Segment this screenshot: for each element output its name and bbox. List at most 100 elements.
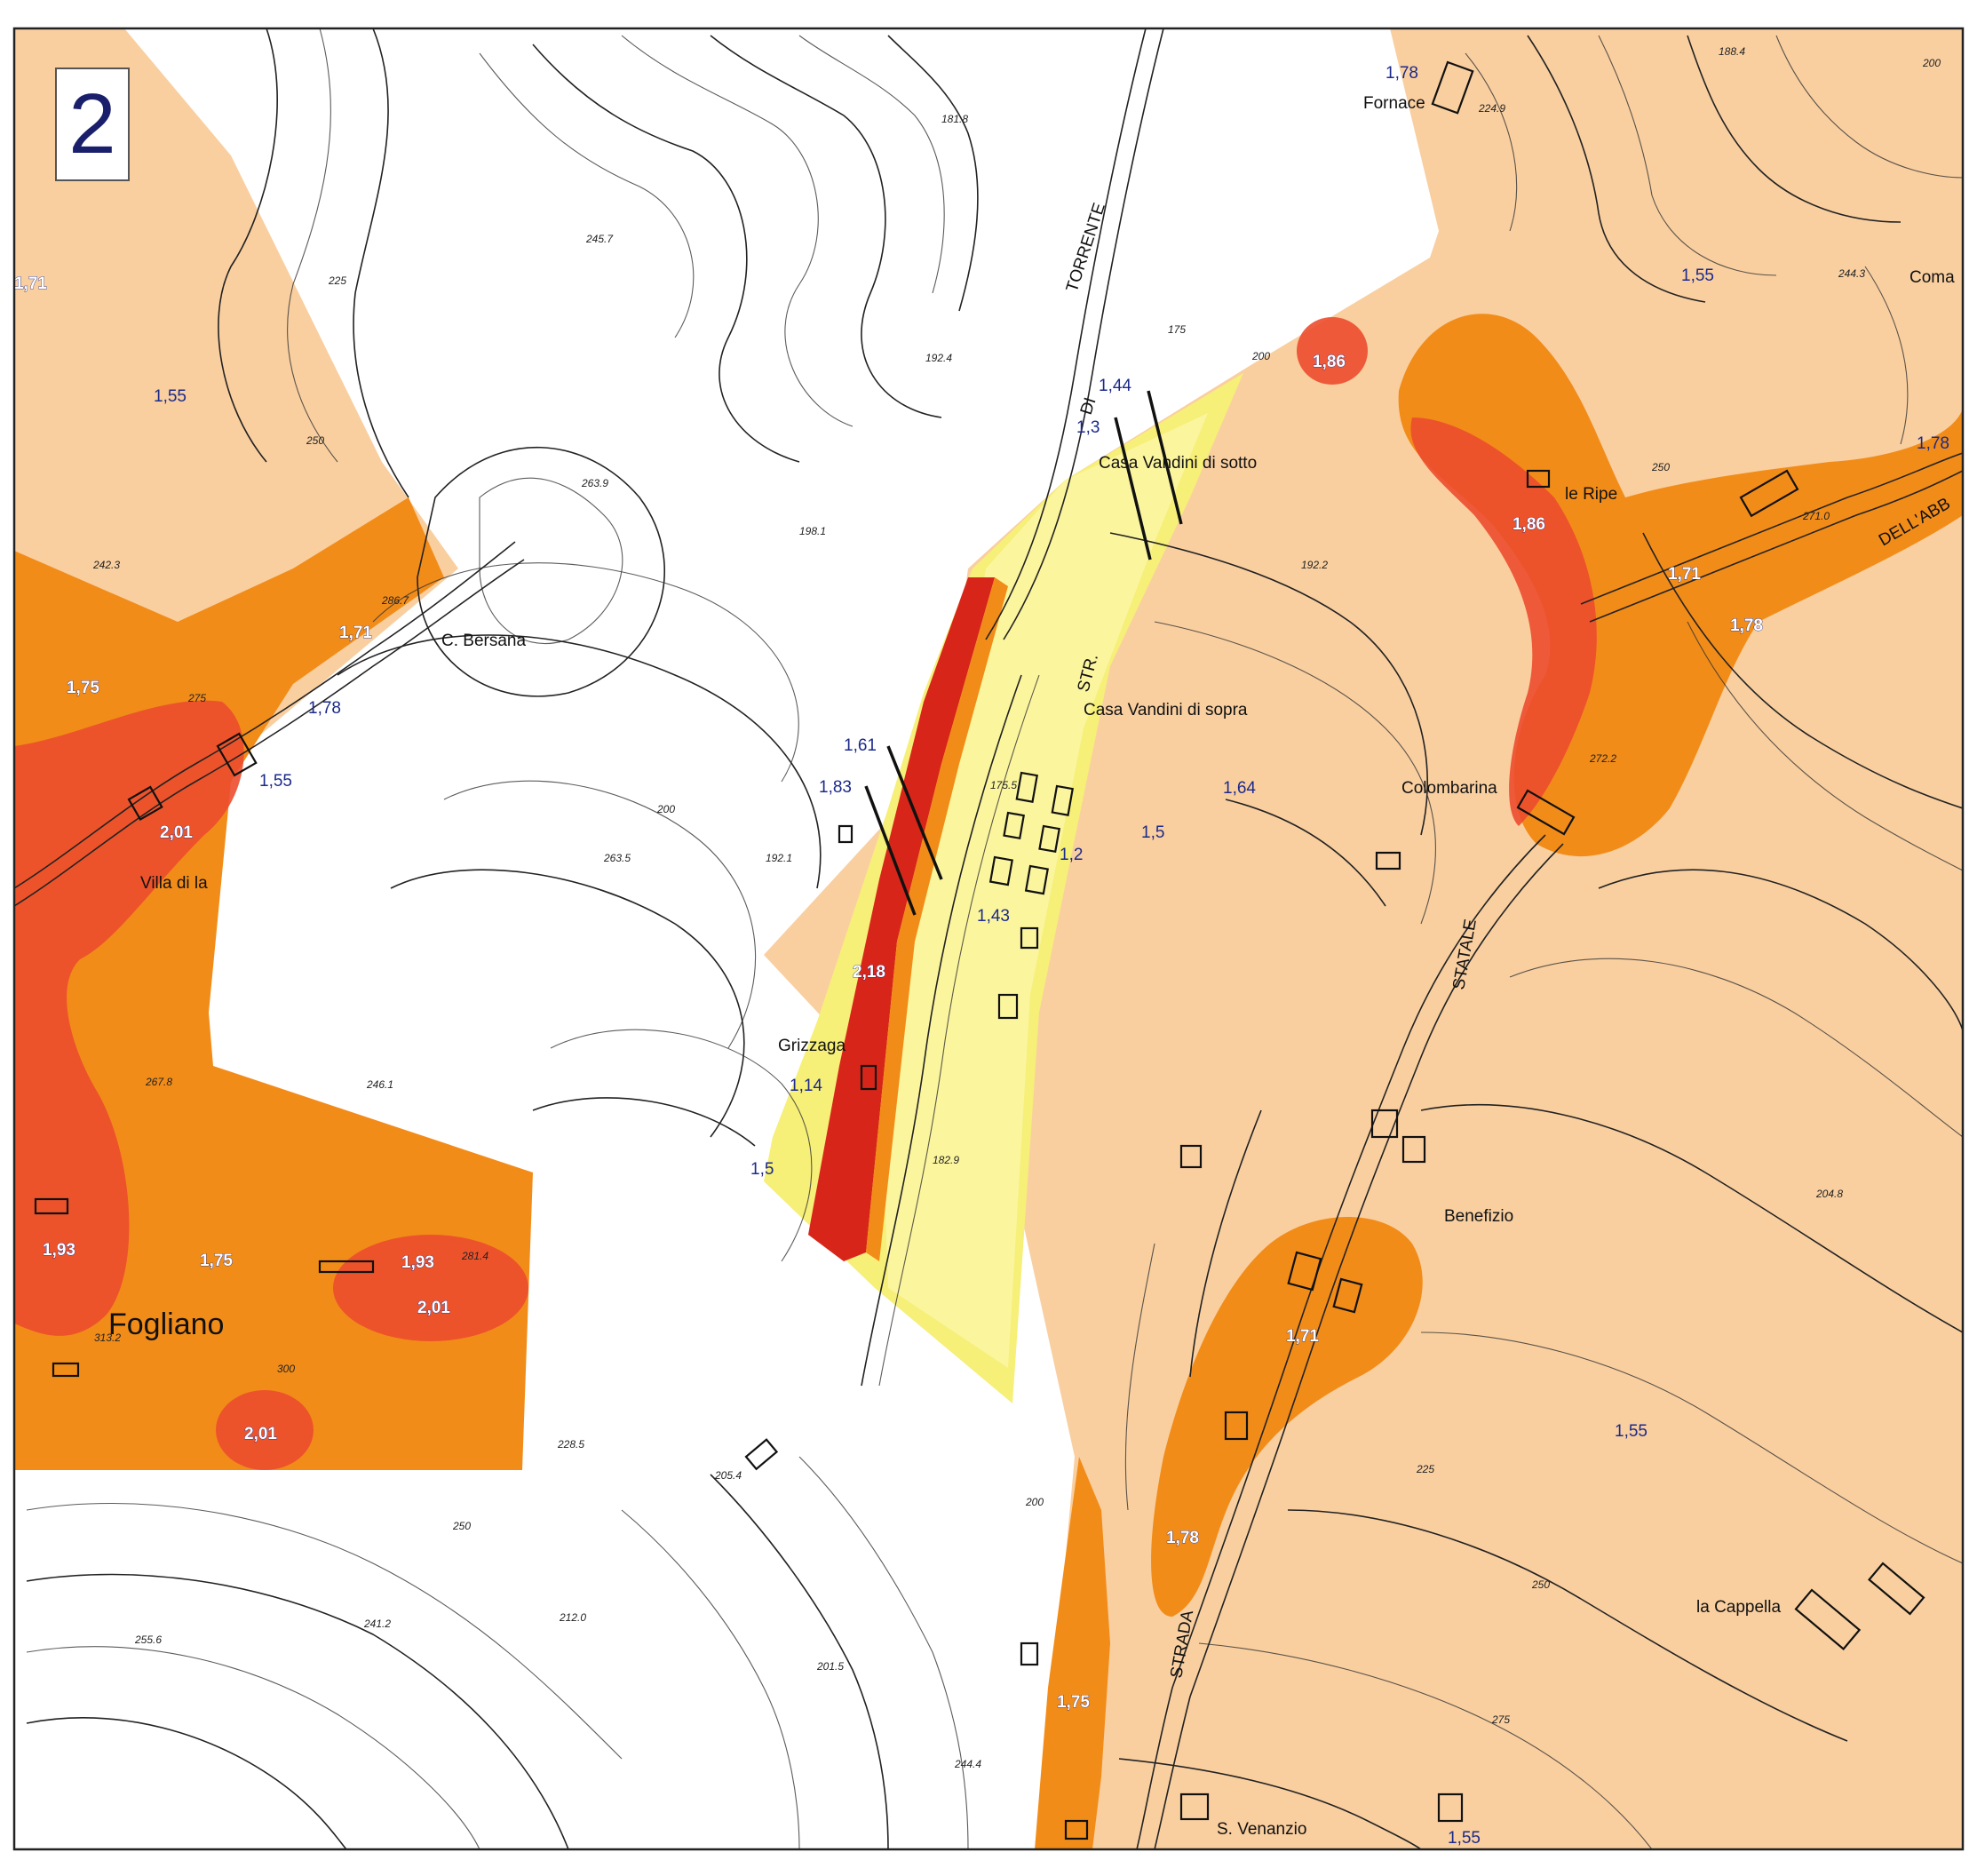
- place-villa-di-la: Villa di la: [140, 874, 208, 893]
- contour-label: 200: [1025, 1496, 1044, 1508]
- value-label: 2,18: [853, 963, 885, 982]
- value-label: 1,5: [750, 1160, 774, 1179]
- elev-label: 267.8: [145, 1076, 172, 1088]
- buildings: [34, 60, 1925, 1840]
- elev-label: 263.9: [581, 477, 608, 489]
- value-label: 1,78: [308, 699, 341, 718]
- value-label: 1,5: [1141, 823, 1164, 842]
- value-label: 1,75: [200, 1252, 233, 1270]
- elev-label: 192.1: [766, 852, 792, 864]
- elev-label: 201.5: [816, 1660, 844, 1673]
- elev-label: 255.6: [134, 1634, 162, 1646]
- place-c-bersana: C. Bersana: [441, 632, 526, 650]
- place-s-venanzio: S. Venanzio: [1217, 1820, 1306, 1839]
- contour-label: 250: [306, 434, 324, 447]
- value-label: 1,55: [1615, 1422, 1648, 1441]
- contour-label: 250: [1651, 461, 1670, 473]
- elev-label: 224.9: [1478, 102, 1505, 115]
- contour-label: 200: [656, 803, 675, 815]
- value-label: 1,93: [43, 1241, 75, 1260]
- value-label: 1,71: [339, 624, 372, 642]
- value-label: 2,01: [160, 823, 193, 842]
- elev-label: 241.2: [363, 1618, 391, 1630]
- zone-valley-red: [808, 577, 995, 1261]
- contour-label: 200: [1251, 350, 1270, 362]
- elev-label: 271.0: [1802, 510, 1830, 522]
- value-label: 2,01: [417, 1299, 450, 1317]
- roads-and-streams: [14, 28, 1963, 1849]
- elev-label: 245.7: [585, 233, 614, 245]
- panel-number: 2: [55, 68, 130, 181]
- value-label: 1,55: [1681, 266, 1714, 285]
- value-label: 1,43: [977, 907, 1010, 926]
- elev-label: 212.0: [559, 1611, 586, 1624]
- elev-label: 192.4: [925, 352, 952, 364]
- map-border: [12, 27, 1965, 1851]
- place-colombarina: Colombarina: [1401, 779, 1497, 798]
- elev-label: 182.9: [933, 1154, 959, 1166]
- place-benefizio: Benefizio: [1444, 1207, 1513, 1226]
- value-label: 1,61: [844, 736, 877, 755]
- place-coma: Coma: [1910, 268, 1955, 287]
- contour-label: 250: [1531, 1578, 1550, 1591]
- value-label: 1,78: [1166, 1529, 1199, 1547]
- value-label: 1,86: [1513, 515, 1545, 534]
- elev-label: 246.1: [366, 1078, 393, 1091]
- place-fornace: Fornace: [1363, 94, 1425, 113]
- value-label: 1,78: [1730, 616, 1763, 635]
- contour-label: 250: [452, 1520, 471, 1532]
- value-label: 1,71: [1668, 565, 1701, 584]
- elev-label: 244.3: [1838, 267, 1865, 280]
- value-label: 1,44: [1099, 377, 1131, 395]
- elev-label: 313.2: [94, 1331, 121, 1344]
- value-label: 1,64: [1223, 779, 1256, 798]
- contour-lines: [26, 28, 1963, 1849]
- zone-1-9-north-spot: [1297, 317, 1368, 385]
- contour-label: 275: [1491, 1713, 1510, 1726]
- value-label: 1,71: [1286, 1327, 1319, 1346]
- contour-label: 275: [187, 692, 206, 704]
- elev-label: 242.3: [92, 559, 120, 571]
- zone-1-9-fogliano: [333, 1235, 528, 1341]
- elev-label: 181.8: [941, 113, 968, 125]
- value-label: 1,75: [1057, 1693, 1090, 1712]
- contour-label: 200: [1922, 57, 1941, 69]
- value-label: 1,14: [790, 1077, 822, 1095]
- elev-label: 244.4: [954, 1758, 981, 1770]
- value-label: 2,01: [244, 1425, 277, 1443]
- contour-label: 300: [277, 1363, 295, 1375]
- place-casa-vandini-sopra: Casa Vandini di sopra: [1084, 701, 1248, 719]
- place-fogliano: Fogliano: [108, 1308, 224, 1341]
- elev-label: 272.2: [1589, 752, 1616, 765]
- contour-label: 225: [328, 274, 346, 287]
- elev-label: 204.8: [1815, 1188, 1843, 1200]
- elev-label: 286.7: [381, 594, 409, 607]
- contour-label: 225: [1416, 1463, 1434, 1475]
- place-la-cappella: la Cappella: [1696, 1598, 1781, 1617]
- place-casa-vandini-sotto: Casa Vandini di sotto: [1099, 454, 1257, 473]
- zone-1-9-west: [14, 700, 244, 1336]
- value-label: 1,78: [1385, 64, 1418, 83]
- zone-valley-orange: [866, 577, 1008, 1261]
- value-label: 1,75: [67, 679, 99, 697]
- elev-label: 175.5: [990, 779, 1017, 791]
- place-le-ripe: le Ripe: [1565, 485, 1617, 504]
- value-label: 1,93: [401, 1253, 434, 1272]
- value-label: 1,71: [14, 274, 47, 293]
- value-label: 1,55: [154, 387, 187, 406]
- elevation-labels: 181.8 188.4 224.9 245.7 192.4 263.9 198.…: [92, 45, 1941, 1770]
- elev-label: 198.1: [799, 525, 826, 537]
- fault-lines: [864, 390, 1183, 916]
- elev-label: 205.4: [714, 1469, 742, 1482]
- value-label: 1,55: [259, 772, 292, 791]
- zone-1-7-south-strip: [1035, 1457, 1110, 1849]
- value-label: 1,83: [819, 778, 852, 797]
- elev-label: 192.2: [1301, 559, 1328, 571]
- elev-label: 188.4: [1719, 45, 1745, 58]
- place-grizzaga: Grizzaga: [778, 1037, 846, 1055]
- elev-label: 228.5: [557, 1438, 584, 1451]
- zone-1-9-le-ripe: [1410, 417, 1597, 826]
- value-label: 1,2: [1060, 846, 1083, 864]
